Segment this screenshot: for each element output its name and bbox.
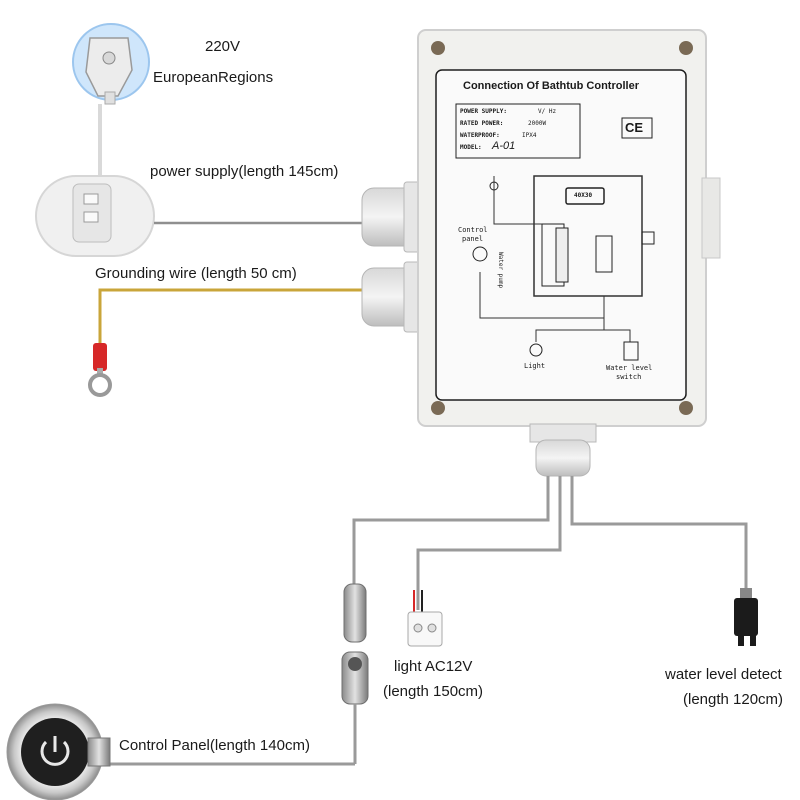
box-water-pump-label: Water pump	[497, 252, 504, 289]
float-switch-icon	[623, 341, 639, 361]
rcd-module	[35, 175, 155, 257]
control-panel-connector	[96, 583, 369, 766]
light-length-label: (length 150cm)	[383, 683, 484, 700]
voltage-label: 220V	[205, 38, 241, 55]
box-title: Connection Of Bathtub Controller	[463, 80, 639, 92]
spec-value-2: 2000W	[528, 120, 547, 127]
light-connector	[407, 590, 443, 647]
spec-value-1: V/ Hz	[538, 108, 557, 115]
power-supply-label: power supply(length 145cm)	[150, 163, 339, 180]
ring-terminal	[88, 343, 112, 397]
ce-mark-icon	[621, 117, 653, 139]
box-water-level-label-2: switch	[616, 373, 642, 381]
grounding-label: Grounding wire (length 50 cm)	[95, 265, 297, 282]
spec-label-4: MODEL:	[460, 144, 482, 151]
spec-value-3: IPX4	[522, 132, 537, 139]
power-icon	[6, 703, 111, 800]
spec-label-3: WATERPROOF:	[460, 132, 500, 139]
spec-value-4: A-01	[492, 140, 516, 152]
water-level-label: water level detect	[665, 666, 782, 683]
region-label: EuropeanRegions	[153, 69, 274, 86]
spec-label-1: POWER SUPPLY:	[460, 108, 507, 115]
ce-mark-text: CE	[625, 120, 644, 135]
cable-gland-ground	[361, 261, 423, 333]
light-bulb-icon	[489, 181, 499, 191]
box-control-panel-label: Control	[458, 226, 488, 234]
cable-gland-power	[361, 181, 423, 253]
cable-gland-bottom	[529, 423, 597, 477]
output-wires	[352, 476, 748, 610]
box-control-panel-label-2: panel	[462, 235, 484, 243]
water-level-sensor	[734, 588, 758, 646]
box-light-label: Light	[524, 362, 546, 370]
relay-label: 40X30	[574, 192, 593, 199]
controller-box	[417, 29, 721, 427]
spec-label-2: RATED POWER:	[460, 120, 504, 127]
box-water-level-label: Water level	[606, 364, 653, 372]
water-level-length-label: (length 120cm)	[683, 691, 784, 708]
light-label: light AC12V	[394, 658, 473, 675]
plug-icon	[72, 23, 150, 105]
control-panel-label: Control Panel(length 140cm)	[119, 737, 310, 754]
